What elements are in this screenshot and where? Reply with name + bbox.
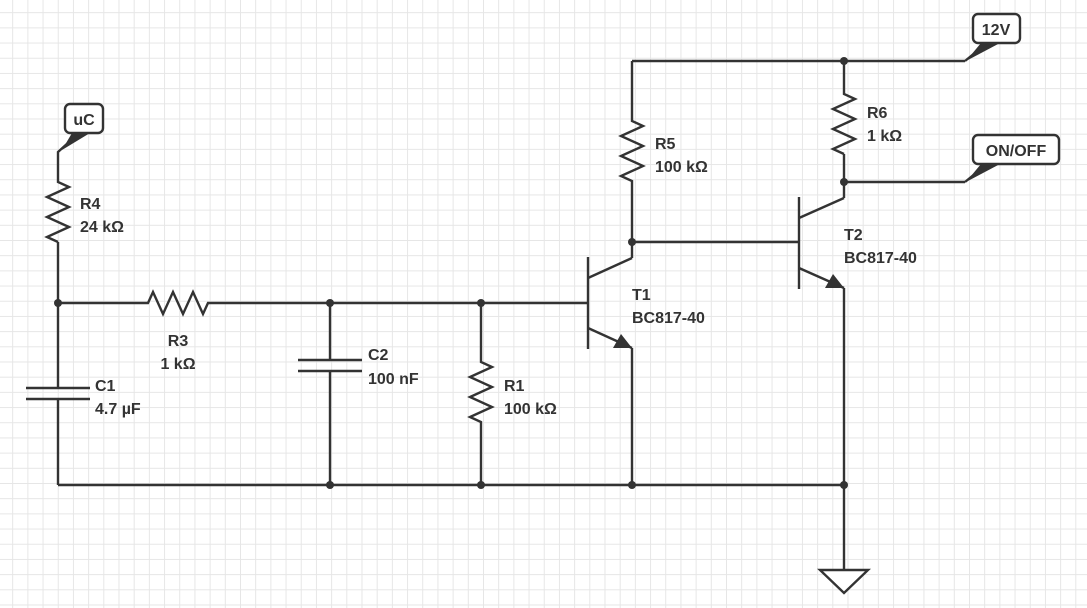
r3-value: 1 kΩ <box>160 356 195 373</box>
c1-value: 4.7 µF <box>95 401 141 418</box>
net-label-12v: 12V <box>966 12 1022 61</box>
junction-dot <box>477 299 485 307</box>
r4-value: 24 kΩ <box>80 219 124 236</box>
emitter-arrow-icon <box>613 334 632 348</box>
c2-name: C2 <box>368 347 389 364</box>
c2-value: 100 nF <box>368 371 419 388</box>
net-label-on-off: ON/OFF <box>966 133 1061 182</box>
emitter-arrow-icon <box>825 274 844 288</box>
t2-value: BC817-40 <box>844 250 917 267</box>
capacitor-c2 <box>298 358 362 373</box>
component-labels: R4 24 kΩ R3 1 kΩ C1 4.7 µF C2 100 nF R1 … <box>80 105 917 418</box>
ground-icon <box>817 568 871 595</box>
net-label-on-off-text: ON/OFF <box>986 143 1047 160</box>
net-label-uc-text: uC <box>73 112 95 129</box>
junction-dot <box>840 57 848 65</box>
r6-name: R6 <box>867 105 888 122</box>
resistor-r5 <box>618 117 646 183</box>
r1-name: R1 <box>504 378 525 395</box>
c1-name: C1 <box>95 378 116 395</box>
r1-value: 100 kΩ <box>504 401 557 418</box>
transistor-t2 <box>797 196 845 290</box>
capacitor-c1 <box>26 386 90 401</box>
junctions <box>54 57 848 489</box>
junction-dot <box>477 481 485 489</box>
r4-name: R4 <box>80 196 101 213</box>
net-label-uc: uC <box>62 102 105 150</box>
resistor-r1 <box>467 358 495 426</box>
resistor-r3 <box>140 289 216 317</box>
junction-dot <box>628 238 636 246</box>
junction-dot <box>54 299 62 307</box>
r3-name: R3 <box>168 333 189 350</box>
r5-value: 100 kΩ <box>655 159 708 176</box>
junction-dot <box>840 178 848 186</box>
transistor-t1 <box>586 256 633 350</box>
net-label-12v-text: 12V <box>982 22 1011 39</box>
resistor-r4 <box>44 178 72 244</box>
wires <box>56 41 989 570</box>
junction-dot <box>628 481 636 489</box>
r6-value: 1 kΩ <box>867 128 902 145</box>
r5-name: R5 <box>655 136 676 153</box>
t2-name: T2 <box>844 227 863 244</box>
junction-dot <box>840 481 848 489</box>
junction-dot <box>326 481 334 489</box>
t1-value: BC817-40 <box>632 310 705 327</box>
junction-dot <box>326 299 334 307</box>
resistor-r6 <box>830 90 858 156</box>
t1-name: T1 <box>632 287 651 304</box>
